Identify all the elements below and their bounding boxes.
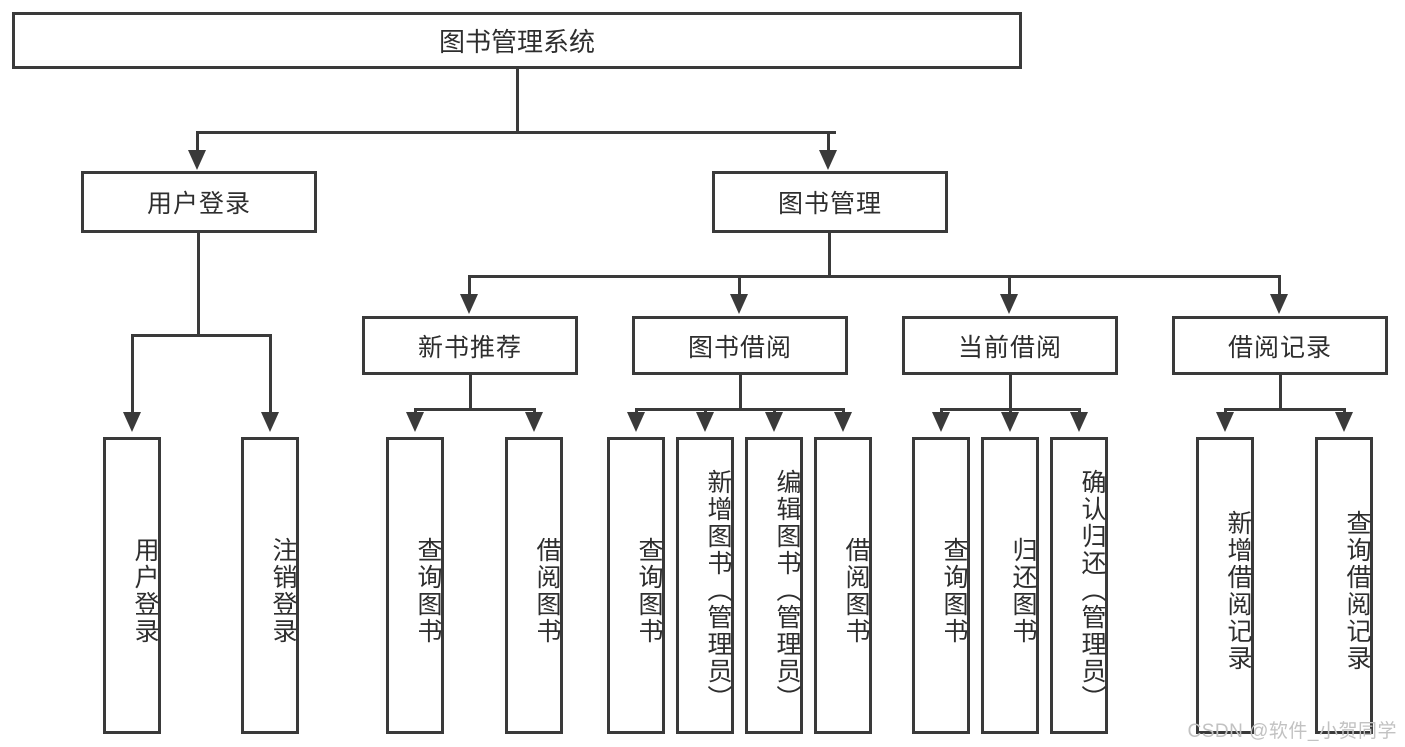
node-root-label: 图书管理系统 [438,27,595,57]
arrow-borrow-leaf-3 [765,412,783,432]
leaf-borrow-2[interactable]: 新增图书（管理员） [676,437,734,734]
arrow-borrow-leaf-1 [627,412,645,432]
node-borrow-records[interactable]: 借阅记录 [1172,316,1388,375]
arrow-current-leaf-2 [1001,412,1019,432]
leaf-borrow-3[interactable]: 编辑图书（管理员） [745,437,803,734]
leaf-current-1-label: 查询图书 [940,536,968,645]
node-book-borrow[interactable]: 图书借阅 [632,316,848,375]
leaf-current-2[interactable]: 归还图书 [981,437,1039,734]
leaf-user-login-1[interactable]: 用户登录 [103,437,161,734]
node-book-management-label: 图书管理 [777,190,882,218]
leaf-borrow-2-label: 新增图书（管理员） [704,469,732,712]
edge-root-bus [196,131,836,134]
leaf-new-book-2[interactable]: 借阅图书 [505,437,563,734]
edge-new-book-bus [414,408,536,411]
leaf-user-login-1-label: 用户登录 [131,536,159,645]
leaf-borrow-1-label: 查询图书 [635,536,663,645]
watermark: CSDN @软件_小贺同学 [1187,721,1397,742]
arrow-book-mgmt-to-borrow [730,294,748,314]
node-book-borrow-label: 图书借阅 [687,333,792,362]
node-current-borrow-label: 当前借阅 [957,333,1062,362]
leaf-current-2-label: 归还图书 [1009,536,1037,645]
arrow-new-book-leaf-2 [525,412,543,432]
node-new-book-recommend-label: 新书推荐 [417,333,522,362]
edge-user-login-trunk [197,233,200,334]
arrow-book-mgmt-to-current [1000,294,1018,314]
edge-records-bus [1224,408,1346,411]
edge-current-trunk [1009,375,1012,408]
arrow-records-leaf-1 [1216,412,1234,432]
arrow-borrow-leaf-2 [696,412,714,432]
edge-records-trunk [1279,375,1282,408]
leaf-records-1[interactable]: 新增借阅记录 [1196,437,1254,734]
leaf-records-2[interactable]: 查询借阅记录 [1315,437,1373,734]
arrow-book-mgmt-to-new-book [460,294,478,314]
arrow-root-to-book-mgmt [819,150,837,170]
edge-book-mgmt-drop-1 [468,275,471,297]
leaf-user-login-2[interactable]: 注销登录 [241,437,299,734]
edge-book-mgmt-drop-4 [1278,275,1281,297]
node-root[interactable]: 图书管理系统 [12,12,1022,69]
leaf-records-1-label: 新增借阅记录 [1224,509,1252,672]
leaf-current-3[interactable]: 确认归还（管理员） [1050,437,1108,734]
leaf-borrow-3-label: 编辑图书（管理员） [773,469,801,712]
arrow-records-leaf-2 [1335,412,1353,432]
node-user-login-label: 用户登录 [146,190,251,218]
edge-root-to-user-login [196,131,199,153]
leaf-records-2-label: 查询借阅记录 [1343,509,1371,672]
edge-new-book-trunk [469,375,472,408]
edge-book-mgmt-trunk [828,233,831,275]
arrow-user-login-leaf-1 [123,412,141,432]
arrow-current-leaf-1 [932,412,950,432]
leaf-new-book-2-label: 借阅图书 [533,536,561,645]
leaf-new-book-1[interactable]: 查询图书 [386,437,444,734]
arrow-root-to-user-login [188,150,206,170]
arrow-current-leaf-3 [1070,412,1088,432]
leaf-borrow-4-label: 借阅图书 [842,536,870,645]
edge-book-mgmt-bus [468,275,1280,278]
node-user-login[interactable]: 用户登录 [81,171,317,233]
leaf-current-1[interactable]: 查询图书 [912,437,970,734]
node-new-book-recommend[interactable]: 新书推荐 [362,316,578,375]
leaf-new-book-1-label: 查询图书 [414,536,442,645]
edge-root-to-book-mgmt [827,131,830,153]
edge-borrow-trunk [739,375,742,408]
node-borrow-records-label: 借阅记录 [1227,333,1332,362]
edge-book-mgmt-drop-2 [738,275,741,297]
edge-book-mgmt-drop-3 [1008,275,1011,297]
leaf-current-3-label: 确认归还（管理员） [1078,469,1106,712]
leaf-user-login-2-label: 注销登录 [269,536,297,645]
arrow-borrow-leaf-4 [834,412,852,432]
edge-borrow-bus [635,408,844,411]
node-current-borrow[interactable]: 当前借阅 [902,316,1118,375]
edge-user-login-drop-2 [269,334,272,416]
leaf-borrow-4[interactable]: 借阅图书 [814,437,872,734]
node-book-management[interactable]: 图书管理 [712,171,948,233]
edge-user-login-drop-1 [131,334,134,416]
edge-user-login-bus [131,334,272,337]
edge-root-trunk [516,69,519,131]
arrow-user-login-leaf-2 [261,412,279,432]
leaf-borrow-1[interactable]: 查询图书 [607,437,665,734]
arrow-new-book-leaf-1 [406,412,424,432]
arrow-book-mgmt-to-records [1270,294,1288,314]
